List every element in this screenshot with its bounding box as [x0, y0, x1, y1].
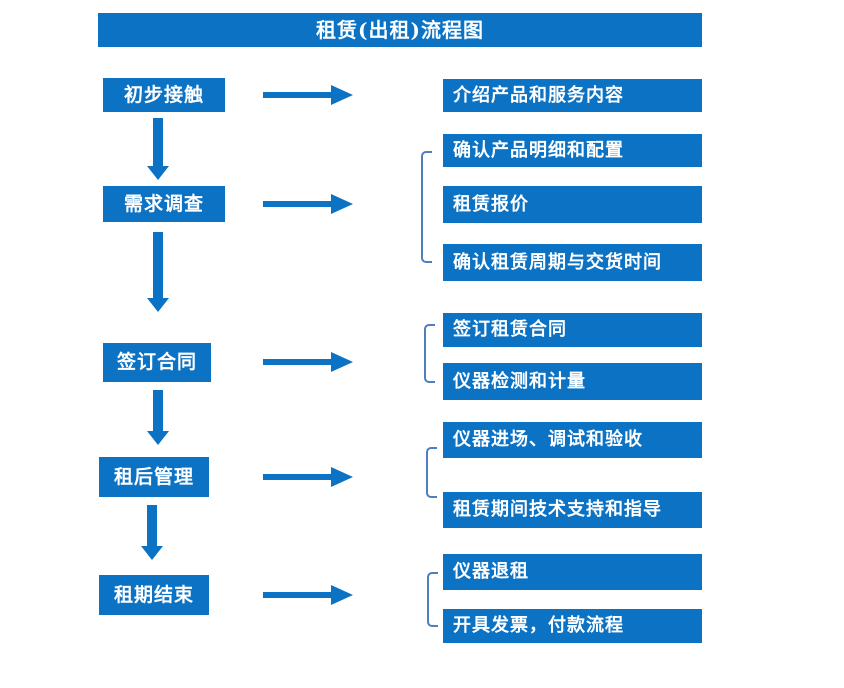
- down-arrow-stem: [147, 505, 157, 547]
- right-arrow-stem: [263, 359, 332, 365]
- right-arrow-stem: [263, 474, 332, 480]
- right-arrow-head: [331, 85, 353, 105]
- step-box-sign-contract: 签订合同: [103, 343, 211, 382]
- right-arrow-icon: [263, 585, 353, 605]
- down-arrow-head: [147, 166, 169, 180]
- step-box-initial-contact: 初步接触: [103, 78, 225, 112]
- down-arrow-head: [147, 298, 169, 312]
- group-bracket-icon: [424, 324, 435, 383]
- group-bracket-icon: [426, 447, 437, 498]
- detail-box-sign-rental-contract: 签订租赁合同: [443, 313, 702, 347]
- right-arrow-icon: [263, 194, 353, 214]
- down-arrow-head: [141, 546, 163, 560]
- detail-box-instrument-setup-acceptance: 仪器进场、调试和验收: [443, 422, 702, 458]
- detail-box-introduce-products-services: 介绍产品和服务内容: [443, 79, 702, 112]
- right-arrow-stem: [263, 92, 332, 98]
- detail-box-confirm-product-details-config: 确认产品明细和配置: [443, 134, 702, 167]
- down-arrow-stem: [153, 232, 163, 299]
- detail-box-technical-support-guidance: 租赁期间技术支持和指导: [443, 492, 702, 528]
- detail-box-instrument-testing-calibration: 仪器检测和计量: [443, 363, 702, 400]
- down-arrow-stem: [153, 390, 163, 432]
- step-box-rental-end: 租期结束: [99, 575, 209, 615]
- down-arrow-icon: [147, 232, 169, 312]
- flowchart-title: 租赁(出租)流程图: [98, 13, 702, 47]
- detail-box-rental-quotation: 租赁报价: [443, 186, 702, 223]
- down-arrow-icon: [141, 505, 163, 560]
- down-arrow-icon: [147, 118, 169, 180]
- right-arrow-stem: [263, 201, 332, 207]
- right-arrow-head: [331, 585, 353, 605]
- right-arrow-icon: [263, 85, 353, 105]
- down-arrow-stem: [153, 118, 163, 167]
- down-arrow-head: [147, 431, 169, 445]
- step-box-demand-survey: 需求调查: [103, 186, 225, 222]
- detail-box-confirm-rental-period-delivery: 确认租赁周期与交货时间: [443, 244, 702, 281]
- detail-box-invoice-payment-process: 开具发票，付款流程: [443, 609, 702, 643]
- right-arrow-head: [331, 467, 353, 487]
- right-arrow-icon: [263, 352, 353, 372]
- step-box-post-rental-management: 租后管理: [99, 457, 209, 497]
- group-bracket-icon: [421, 151, 432, 263]
- down-arrow-icon: [147, 390, 169, 445]
- right-arrow-head: [331, 352, 353, 372]
- right-arrow-stem: [263, 592, 332, 598]
- detail-box-instrument-return: 仪器退租: [443, 554, 702, 590]
- right-arrow-icon: [263, 467, 353, 487]
- group-bracket-icon: [427, 572, 438, 627]
- right-arrow-head: [331, 194, 353, 214]
